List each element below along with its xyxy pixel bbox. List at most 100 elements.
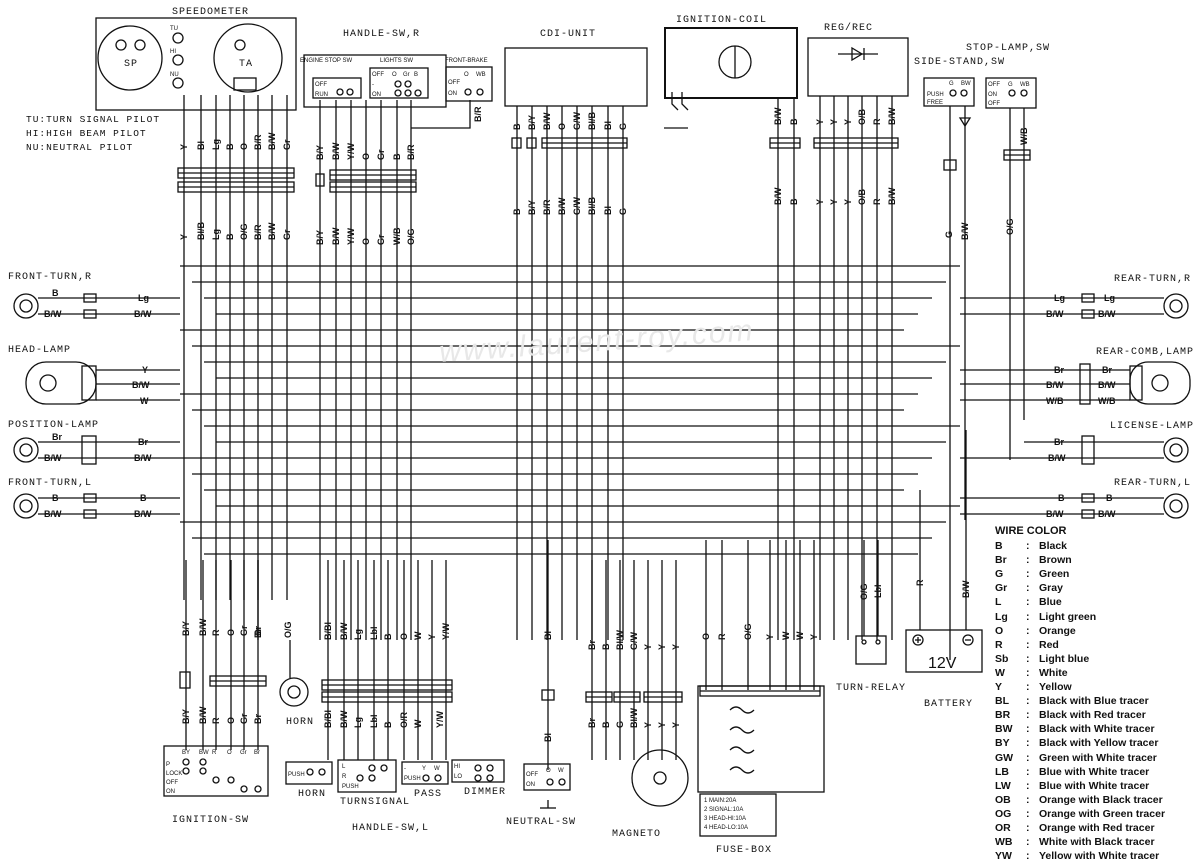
wire-color-code: WB: [995, 836, 1013, 849]
bulb: [1169, 499, 1183, 513]
head-lamp-bulb: [39, 374, 57, 392]
ign-col-header: R: [212, 750, 217, 756]
wire-label: O/B: [857, 108, 867, 125]
wire-color-entry: W:White: [995, 666, 1195, 680]
bulb: [1169, 299, 1183, 313]
wire-label: B/Y: [527, 200, 537, 215]
wire-color-code: OB: [995, 793, 1011, 806]
wire-label: Y: [657, 722, 667, 728]
pilot-lamp-tu: [172, 32, 184, 44]
wire-label: Y: [657, 644, 667, 650]
wire-color-code: Br: [995, 554, 1007, 567]
dimmer-label: DIMMER: [464, 787, 506, 798]
diode-symbol: [958, 117, 972, 128]
wire-label: B/W: [44, 509, 62, 519]
wire-color-name: Light blue: [1039, 652, 1090, 665]
wire-label: O: [361, 238, 371, 245]
battery-terminal-negative: [962, 634, 974, 646]
wire-label: R: [211, 717, 221, 724]
inline-connector: [83, 493, 97, 503]
tach-gauge-ta: [213, 23, 283, 93]
wire-label: B/W: [1048, 453, 1066, 463]
switch-contact: [474, 774, 482, 782]
wire-color-entry: OG:Orange with Green tracer: [995, 807, 1195, 821]
rear-turn-l-label: REAR-TURN,L: [1114, 478, 1191, 489]
nu-label: NU: [170, 72, 179, 78]
wire-label: B: [1058, 493, 1065, 503]
switch-contact: [182, 758, 190, 766]
wire-label: B/W: [331, 227, 341, 245]
wire-label: Br: [587, 718, 597, 728]
ns-col-o: O: [546, 768, 551, 774]
wire-label: B/W: [267, 132, 277, 150]
terminal: [234, 39, 246, 51]
bulb: [19, 499, 33, 513]
wire-color-separator: :: [1026, 779, 1030, 792]
wire: [671, 92, 679, 111]
wire-label: B/W: [134, 453, 152, 463]
ign-col-header: BW: [199, 750, 209, 756]
wire-color-code: Y: [995, 681, 1003, 694]
fuse-element: [729, 766, 755, 774]
wire-label: Gr: [376, 234, 386, 245]
wire-label: Y: [843, 199, 853, 205]
wire-label: B: [512, 208, 522, 215]
wire-label: B/W: [267, 222, 277, 240]
wire-label: B/W: [134, 509, 152, 519]
wire-label: O/B: [857, 188, 867, 205]
wire-label: Bl: [543, 631, 553, 640]
position-lamp-label: POSITION-LAMP: [8, 420, 99, 431]
pass-label: PASS: [414, 789, 442, 800]
ign-col-header: Gr: [240, 750, 247, 756]
push-label: PUSH: [927, 92, 944, 98]
wire-label: B/W: [132, 380, 150, 390]
wire-harness: [38, 95, 1164, 770]
wire-color-entry: B:Black: [995, 539, 1195, 553]
reg-rec-label: REG/REC: [824, 22, 873, 34]
cdi-unit-box: [504, 47, 648, 107]
wire-color-separator: :: [1026, 666, 1030, 679]
position-lamp: [13, 437, 39, 463]
wire-color-code: W: [995, 666, 1005, 679]
ignition-switch-table: [163, 745, 269, 797]
magneto-stator: [631, 749, 689, 807]
wire-color-entry: LW:Blue with White tracer: [995, 779, 1195, 793]
wire-label: Bl/B: [587, 196, 597, 215]
magneto-label: MAGNETO: [612, 829, 661, 840]
inline-connector: [83, 293, 97, 303]
wire-color-code: BW: [995, 723, 1013, 736]
wire-label: Y/W: [435, 710, 445, 728]
switch-contact: [546, 778, 554, 786]
brake-col-o: O: [464, 72, 469, 78]
rear-turn-l-lamp: [1163, 493, 1189, 519]
wire-color-code: OG: [995, 807, 1012, 820]
lights-col-b: B: [414, 72, 418, 78]
cdi-unit-label: CDI-UNIT: [540, 29, 596, 40]
switch-contact: [380, 764, 388, 772]
switch-contact: [486, 774, 494, 782]
pilot-lamp-nu: [172, 77, 184, 89]
wire-color-separator: :: [1026, 850, 1030, 863]
wire-label: Gr: [239, 625, 249, 636]
wire-label: O/G: [283, 621, 293, 638]
wire-label: O/G: [406, 228, 416, 245]
wire-label: Bl: [196, 141, 206, 150]
wire-label: Y: [815, 119, 825, 125]
switch-contact: [254, 785, 262, 793]
wire-label: O/R: [399, 711, 409, 728]
wire-label: Lbl: [369, 715, 379, 729]
push-label: PUSH: [288, 772, 305, 778]
wire-label: W/B: [1098, 396, 1116, 406]
wire-label: W: [413, 719, 423, 728]
run-label: RUN: [315, 92, 328, 98]
turnsignal-label: TURNSIGNAL: [340, 797, 410, 808]
neutral-switch-table: [523, 763, 571, 791]
switch-contact: [394, 80, 402, 88]
wire-label: B: [789, 198, 799, 205]
wire-color-separator: :: [1026, 554, 1030, 567]
wire-label: Lg: [1104, 293, 1115, 303]
fuse-rating: 3 HEAD-HI:10A: [704, 816, 746, 822]
wire-label: B: [512, 123, 522, 130]
mid-label: -: [372, 82, 374, 88]
inline-connector: [83, 509, 97, 519]
